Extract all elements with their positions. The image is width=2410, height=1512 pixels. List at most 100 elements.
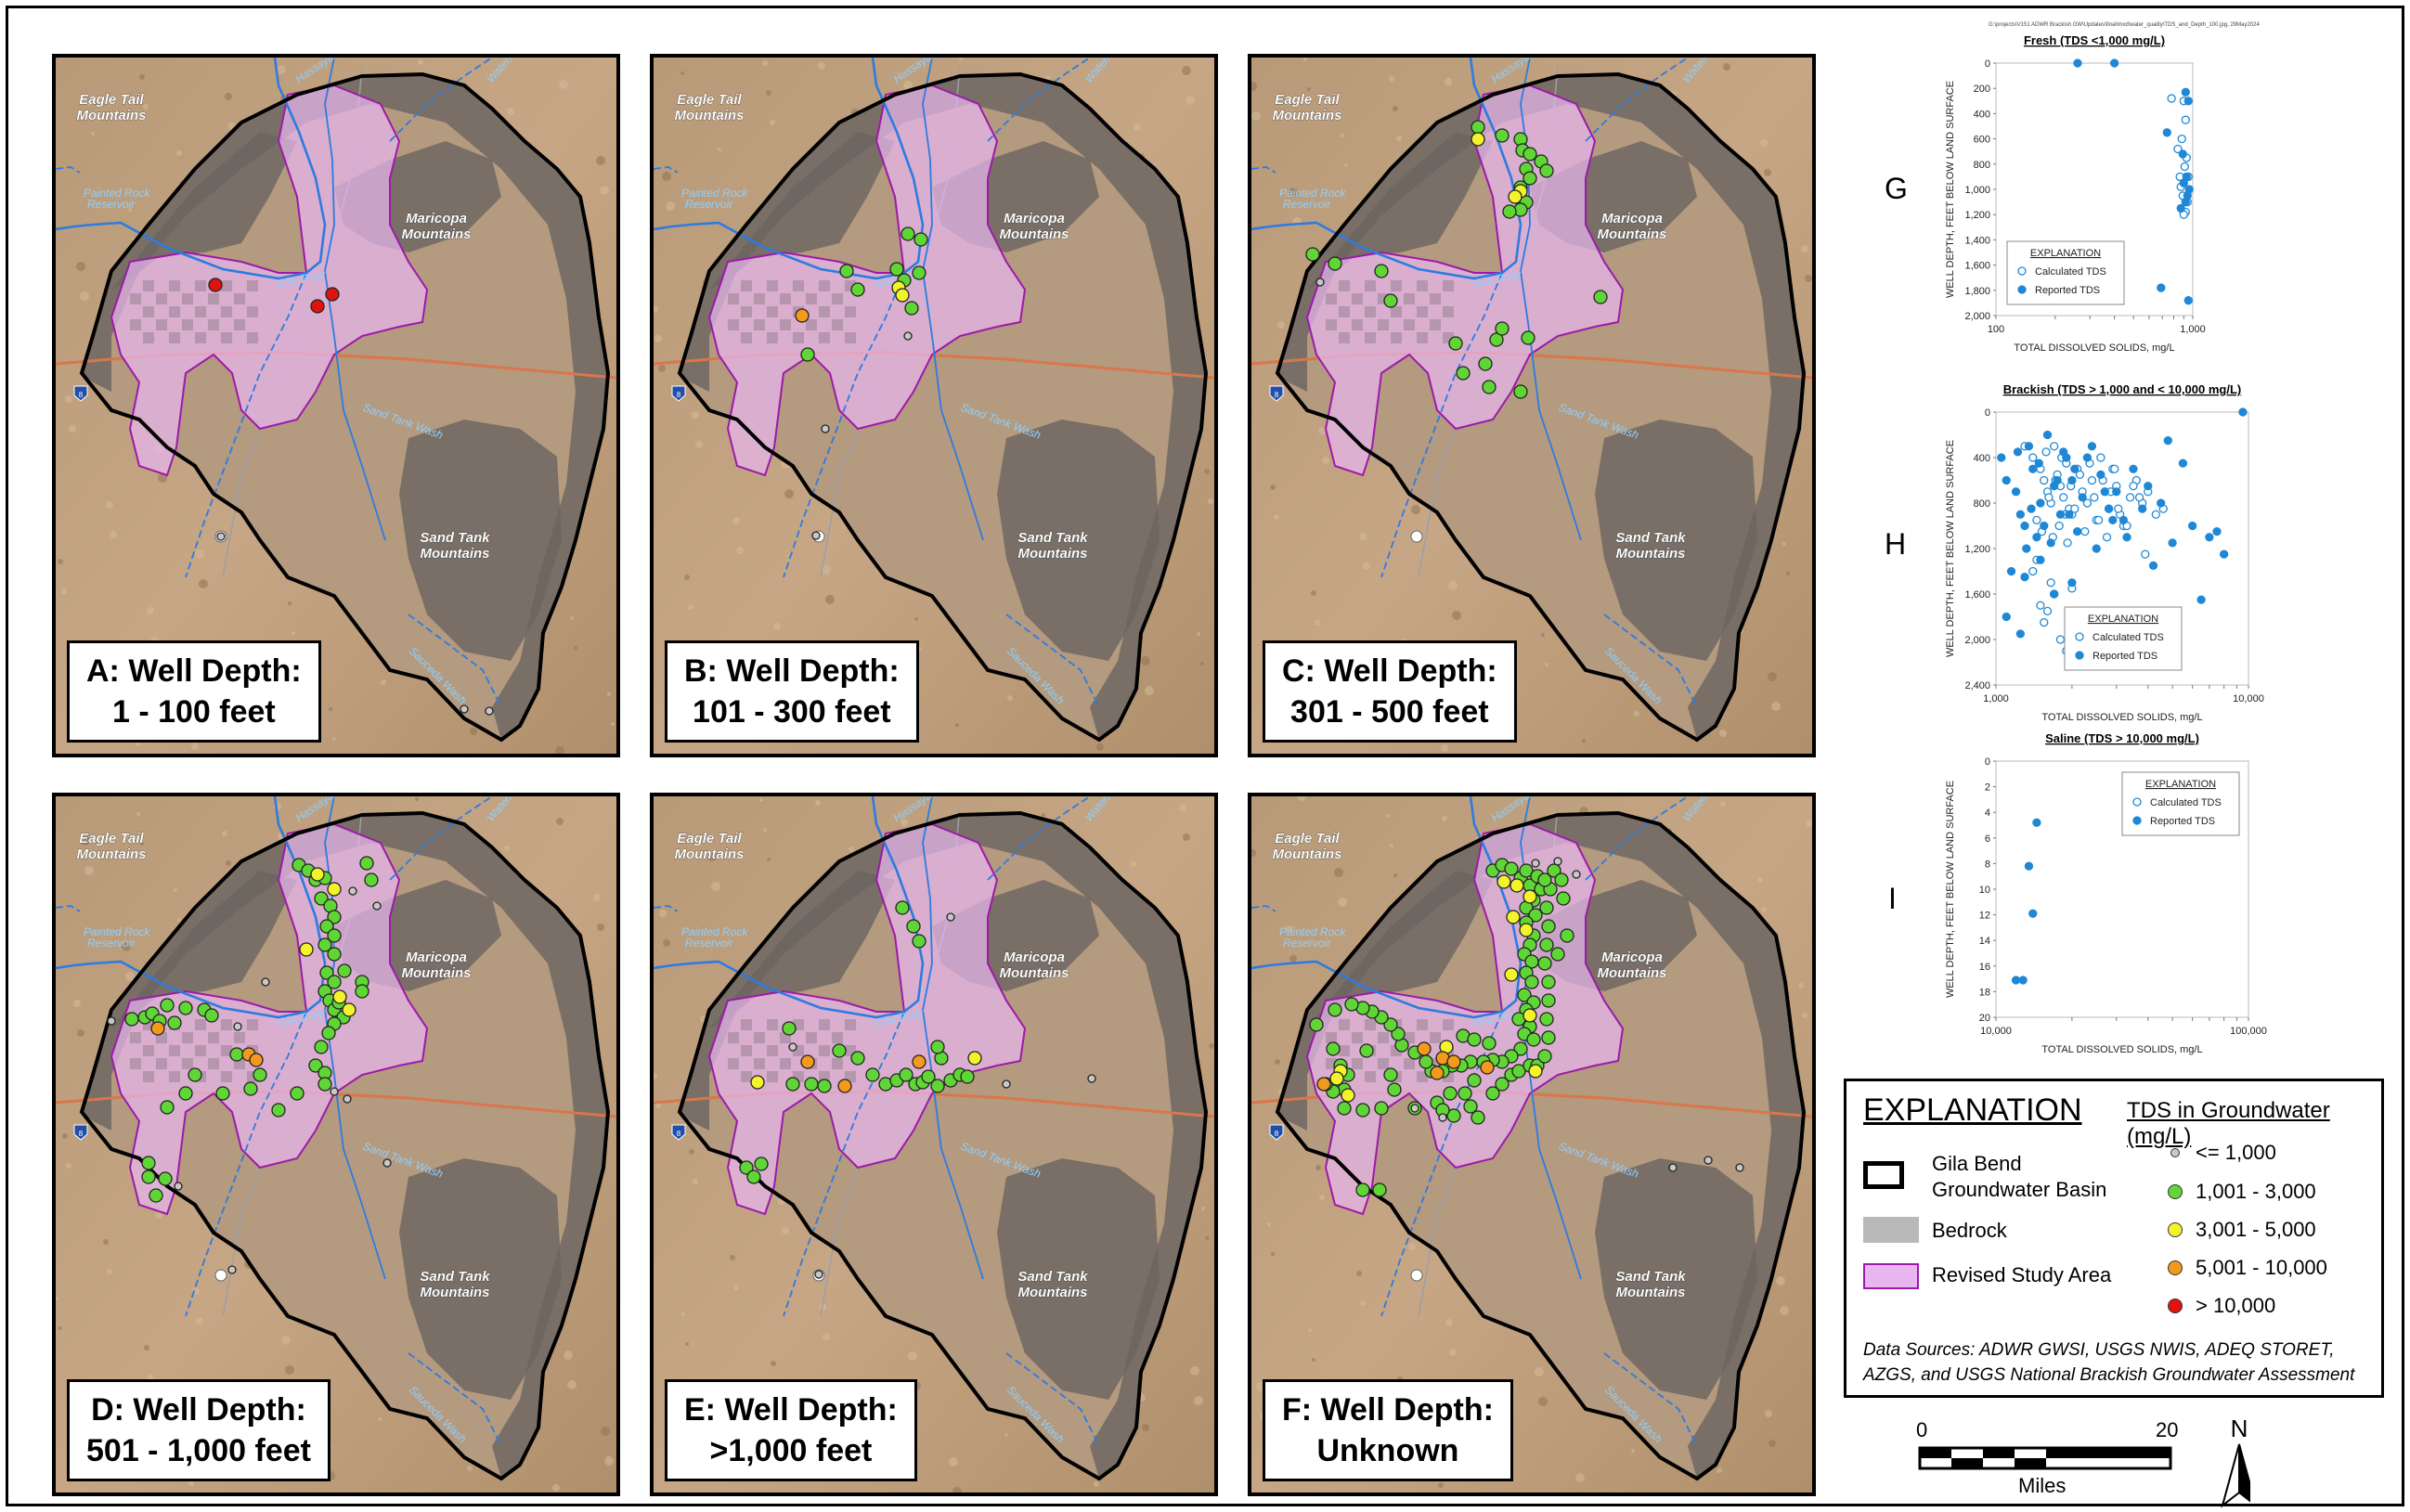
- calculated-tds-point: [2036, 601, 2045, 610]
- well-point-c3001-5000: [299, 942, 314, 957]
- calculated-tds-point: [2046, 578, 2055, 588]
- well-point-c1001-3000: [1502, 204, 1517, 219]
- y-tick-label: 1,800: [1964, 286, 1990, 297]
- interstate-shield-icon: 8: [1269, 385, 1284, 402]
- well-point-c1001-3000: [1495, 321, 1509, 336]
- study-area: [1305, 84, 1625, 477]
- calculated-tds-point: [2087, 475, 2097, 485]
- well-point-c1001-3000: [1374, 264, 1389, 278]
- well-point-gt-10000: [325, 287, 340, 302]
- well-point-c1001-3000: [321, 1026, 336, 1040]
- well-points: [795, 226, 928, 540]
- reported-tds-point: [2015, 629, 2026, 639]
- panel-label-line-1: A: Well Depth:: [86, 653, 302, 689]
- reported-tds-point: [2067, 475, 2077, 485]
- x-tick-label: 10,000: [1980, 1026, 2012, 1037]
- well-point-c5001-10000: [795, 308, 810, 323]
- well-point-c3001-5000: [1329, 1071, 1344, 1086]
- panel-label-line-1: E: Well Depth:: [684, 1392, 898, 1428]
- calculated-tds-point: [2180, 162, 2189, 172]
- well-point-c1001-3000: [1359, 1043, 1374, 1058]
- y-tick-label: 1,000: [1964, 185, 1990, 196]
- chart-legend-item: Reported TDS: [2150, 816, 2215, 827]
- well-point-le-1000: [382, 1158, 392, 1168]
- well-point-c3001-5000: [967, 1051, 982, 1066]
- y-tick-label: 0: [1985, 58, 1990, 70]
- well-point-c1001-3000: [1383, 1017, 1398, 1032]
- well-point-c1001-3000: [317, 1077, 332, 1092]
- well-point-c1001-3000: [1522, 171, 1537, 186]
- river-line: [56, 166, 81, 174]
- well-point-c1001-3000: [913, 232, 928, 247]
- well-point-c5001-10000: [1316, 1077, 1331, 1092]
- bedrock-area: [709, 871, 895, 1028]
- well-point-le-1000: [1410, 1104, 1419, 1113]
- painted-rock-label: Painted Rock: [84, 925, 150, 938]
- well-points: [739, 900, 1096, 1279]
- well-point-c1001-3000: [243, 1081, 258, 1096]
- calculated-tds-point: [2134, 493, 2144, 502]
- well-point-c3001-5000: [1519, 923, 1534, 937]
- well-point-c1001-3000: [141, 1170, 156, 1184]
- tds-5001-10000-symbol: [2168, 1260, 2183, 1275]
- panel-label-line-2: 501 - 1,000 feet: [86, 1433, 311, 1468]
- calculated-tds-point: [2040, 475, 2049, 485]
- reported-tds-point: [2059, 447, 2068, 457]
- reported-tds-point: [2015, 510, 2026, 519]
- well-point-le-1000: [1704, 1156, 1713, 1165]
- well-point-c1001-3000: [1387, 1082, 1402, 1097]
- highway-shield-icon: [1410, 1269, 1423, 1282]
- well-point-c3001-5000: [327, 882, 342, 897]
- well-point-c1001-3000: [1519, 863, 1534, 878]
- well-point-c1001-3000: [1485, 1086, 1500, 1101]
- well-point-c5001-10000: [1430, 1066, 1445, 1080]
- reported-tds-point: [2002, 475, 2011, 485]
- river-line: [408, 614, 502, 708]
- well-point-c1001-3000: [1495, 128, 1509, 143]
- well-point-c1001-3000: [327, 947, 342, 962]
- interstate-shield-icon: 8: [671, 1124, 686, 1141]
- well-point-c1001-3000: [1539, 900, 1554, 915]
- calculated-tds-point: [2075, 470, 2085, 480]
- well-point-c1001-3000: [930, 1040, 945, 1054]
- calculated-tds-point: [2040, 617, 2049, 627]
- well-point-c1001-3000: [901, 226, 915, 241]
- bedrock-area: [399, 1158, 562, 1400]
- reported-tds-point: [2219, 549, 2229, 559]
- river-line: [1603, 614, 1698, 708]
- well-point-c1001-3000: [141, 1156, 156, 1170]
- calculated-tds-point: [2110, 464, 2119, 473]
- calculated-tds-point: [2114, 504, 2123, 513]
- data-sources-line-1: Data Sources: ADWR GWSI, USGS NWIS, ADEQ…: [1863, 1340, 2335, 1360]
- well-point-c1001-3000: [1467, 1073, 1482, 1088]
- well-point-c5001-10000: [1446, 1054, 1461, 1069]
- chart-legend-item: Calculated TDS: [2093, 632, 2164, 643]
- well-point-le-1000: [107, 1016, 116, 1026]
- well-point-c1001-3000: [912, 934, 926, 949]
- painted-rock-label-2: Reservoir: [685, 198, 733, 211]
- well-point-c1001-3000: [865, 1067, 880, 1082]
- reported-tds-point: [2032, 818, 2041, 827]
- reported-tds-point: [2118, 515, 2129, 525]
- river-line: [1603, 1352, 1698, 1447]
- well-point-le-1000: [946, 912, 955, 922]
- well-point-le-1000: [814, 1270, 823, 1279]
- well-point-le-1000: [216, 532, 226, 541]
- well-point-c1001-3000: [754, 1157, 769, 1171]
- tds-gt-10000-symbol: [2168, 1299, 2183, 1313]
- calculated-tds-point: [2129, 481, 2138, 491]
- well-point-c1001-3000: [1539, 1012, 1554, 1027]
- well-point-le-1000: [1087, 1074, 1096, 1083]
- svg-text:8: 8: [1275, 391, 1279, 399]
- reported-tds-point: [2006, 566, 2016, 576]
- chart-1: Brackish (TDS > 1,000 and < 10,000 mg/L)…: [1945, 382, 2264, 723]
- calculated-tds-point: [2151, 510, 2160, 519]
- painted-rock-label-2: Reservoir: [685, 937, 733, 950]
- well-point-c1001-3000: [1539, 937, 1554, 952]
